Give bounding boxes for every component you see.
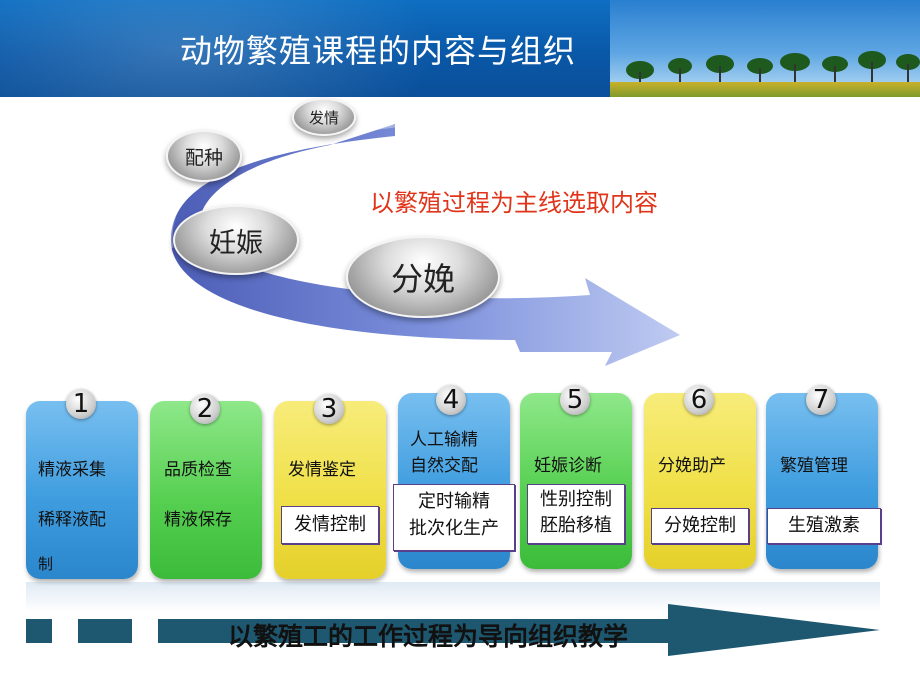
stage-4-box-line-2: 批次化生产 (409, 518, 499, 539)
stage-7-control-box: 生殖激素 (767, 508, 881, 544)
bubble-estrus: 发情 (292, 98, 356, 136)
stage-3-line-1: 发情鉴定 (288, 460, 356, 480)
stage-number-2: 2 (190, 394, 220, 424)
stage-3-control-box: 发情控制 (281, 506, 379, 544)
stage-6-box-line-1: 分娩控制 (664, 515, 736, 536)
stage-number-7: 7 (806, 385, 836, 415)
stage-1-line-1: 精液采集 (38, 460, 106, 480)
stage-7-box-line-1: 生殖激素 (788, 515, 860, 536)
footer-square-2 (78, 619, 132, 643)
stage-number-3: 3 (314, 394, 344, 424)
stage-4-control-box: 定时输精 批次化生产 (393, 484, 515, 551)
header-glow (0, 0, 440, 97)
footer-arrow (158, 604, 880, 656)
stage-2-line-1: 品质检查 (164, 460, 232, 480)
stage-4-line-1: 人工输精 (410, 430, 478, 450)
stage-card-2 (150, 401, 262, 579)
stage-1-line-2: 稀释液配 (38, 510, 106, 530)
bubble-mating: 配种 (166, 130, 242, 182)
stage-5-line-1: 妊娠诊断 (534, 456, 602, 476)
bubble-parturition: 分娩 (346, 236, 500, 318)
stage-1-line-3: 制 (38, 555, 54, 573)
bubble-mating-label: 配种 (184, 146, 223, 169)
stage-card-3 (274, 401, 386, 579)
stage-number-5: 5 (560, 385, 590, 415)
stage-number-6: 6 (684, 385, 714, 415)
stage-5-control-box: 性别控制 胚胎移植 (527, 484, 625, 544)
stage-4-box-line-1: 定时输精 (418, 491, 490, 512)
stage-6-control-box: 分娩控制 (651, 508, 749, 544)
bubble-parturition-label: 分娩 (390, 260, 455, 298)
header-banner: 动物繁殖课程的内容与组织 (0, 0, 920, 97)
stage-6-line-1: 分娩助产 (658, 456, 726, 476)
header-landscape (610, 0, 920, 97)
cards-reflection (26, 582, 880, 612)
stage-3-box-line-1: 发情控制 (294, 514, 366, 535)
header-field (610, 82, 920, 97)
stage-5-box-line-1: 性别控制 (540, 489, 612, 510)
stage-5-box-line-2: 胚胎移植 (540, 515, 612, 536)
stage-number-4: 4 (436, 385, 466, 415)
stage-card-1 (26, 401, 138, 579)
footer-square-1 (26, 619, 52, 643)
bubble-pregnancy-label: 妊娠 (209, 227, 263, 259)
footer-banner-text: 以繁殖工的工作过程为导向组织教学 (228, 622, 629, 651)
page-title: 动物繁殖课程的内容与组织 (180, 32, 577, 70)
tree-line-icon (626, 51, 920, 84)
bubble-estrus-label: 发情 (308, 108, 339, 127)
stage-2-line-2: 精液保存 (164, 510, 232, 530)
process-subtitle: 以繁殖过程为主线选取内容 (370, 189, 658, 217)
stage-4-line-2: 自然交配 (410, 456, 478, 476)
stage-number-1: 1 (66, 389, 96, 419)
stage-7-line-1: 繁殖管理 (780, 456, 848, 476)
bubble-pregnancy: 妊娠 (173, 205, 299, 275)
